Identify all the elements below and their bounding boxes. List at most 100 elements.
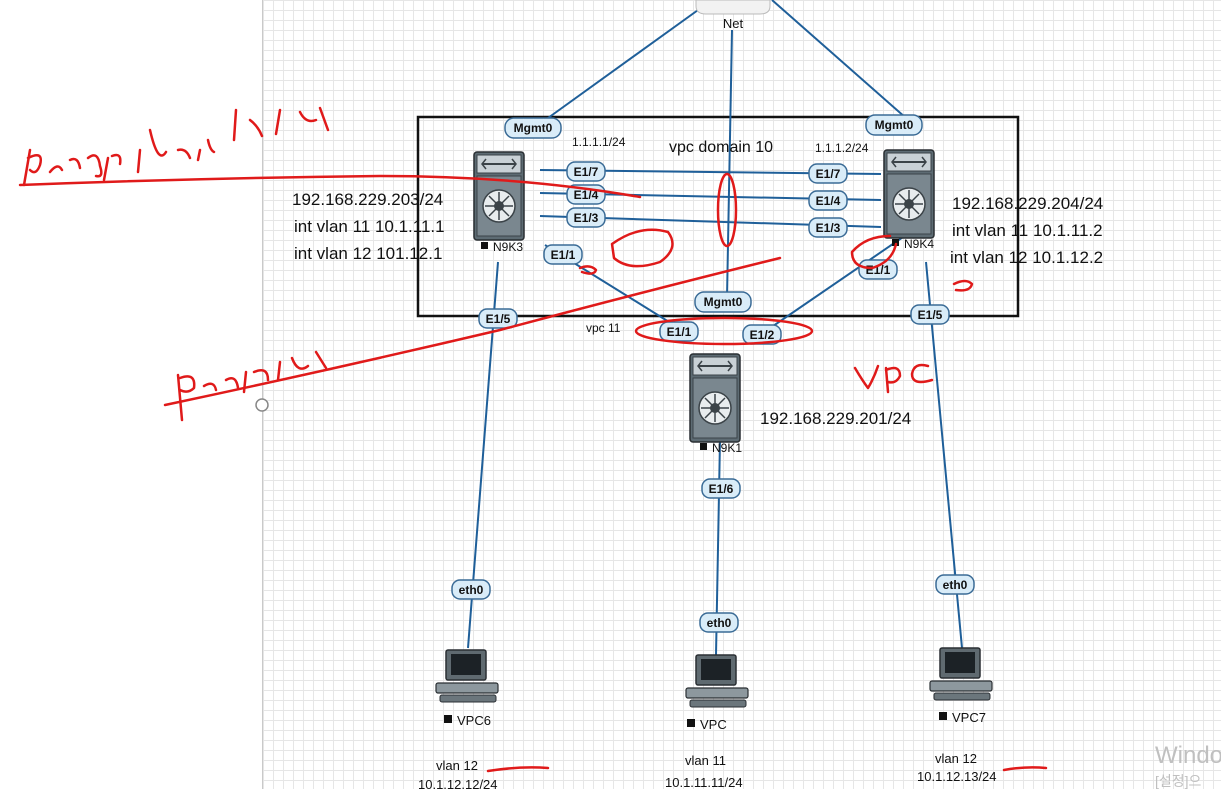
red-annotations	[18, 106, 1048, 773]
peerlink-scribble	[176, 350, 328, 422]
n9k1-status-square	[700, 443, 707, 450]
n9k4-vlan11: int vlan 11 10.1.11.2	[952, 221, 1103, 240]
link-n9k4-net	[771, 0, 907, 119]
svg-text:E1/2: E1/2	[750, 328, 775, 342]
host-vpc-icon[interactable]	[685, 654, 749, 708]
switch-n9k3-icon[interactable]	[473, 151, 525, 241]
keepalive-underline	[18, 174, 642, 199]
note-circle	[610, 228, 674, 268]
svg-text:E1/3: E1/3	[574, 211, 599, 225]
vpc-scribble	[853, 363, 934, 394]
watermark-line1: Windo	[1155, 742, 1221, 769]
svg-text:E1/3: E1/3	[816, 221, 841, 235]
port-vpc-eth0: eth0	[699, 612, 739, 633]
svg-text:eth0: eth0	[459, 583, 484, 597]
svg-text:Mgmt0: Mgmt0	[704, 295, 743, 309]
vpc7-status-square	[939, 712, 947, 720]
port-n9k4-e11: E1/1	[858, 259, 898, 280]
n9k1-name: N9K1	[712, 441, 742, 455]
svg-text:E1/6: E1/6	[709, 482, 734, 496]
n9k3-vlan12: int vlan 12 101.12.1	[294, 244, 442, 263]
watermark-line2: [설정]으	[1155, 773, 1202, 789]
n9k3-status-square	[481, 242, 488, 249]
keepalive-ellipse	[716, 172, 738, 248]
net-cloud[interactable]	[695, 0, 771, 15]
port-n9k3-e11: E1/1	[543, 244, 583, 265]
vpc6-status-square	[444, 715, 452, 723]
n9k3-name: N9K3	[493, 240, 523, 254]
port-n9k1-e12: E1/2	[742, 324, 782, 345]
svg-text:E1/4: E1/4	[816, 194, 841, 208]
n9k4-ip: 192.168.229.204/24	[952, 194, 1103, 213]
links	[467, 0, 963, 656]
svg-text:eth0: eth0	[707, 616, 732, 630]
keepalive-ip-right: 1.1.1.2/24	[815, 141, 869, 155]
vpc6-underline	[486, 766, 550, 773]
peerlink-underline	[163, 256, 782, 407]
vpc7-name: VPC7	[952, 710, 986, 725]
vpc7-underline	[1002, 766, 1048, 772]
port-vpc7-eth0: eth0	[935, 574, 975, 595]
n9k4-status-square	[892, 239, 899, 246]
vpc-status-square	[687, 719, 695, 727]
port-vpc6-eth0: eth0	[451, 579, 491, 600]
vpc-domain-label: vpc domain 10	[669, 139, 773, 156]
vpc-domain-box	[416, 115, 1020, 318]
svg-text:eth0: eth0	[943, 578, 968, 592]
keepalive-ip-left: 1.1.1.1/24	[572, 135, 626, 149]
connector-handle[interactable]	[255, 398, 269, 412]
vpc-name: VPC	[700, 717, 727, 732]
svg-text:E1/5: E1/5	[486, 312, 511, 326]
svg-text:E1/1: E1/1	[551, 248, 576, 262]
port-n9k3-e15: E1/5	[478, 308, 518, 329]
svg-text:Mgmt0: Mgmt0	[875, 118, 914, 132]
svg-text:Mgmt0: Mgmt0	[514, 121, 553, 135]
link-n9k1-net	[726, 29, 733, 299]
port-n9k1-e16: E1/6	[701, 478, 741, 499]
svg-text:E1/7: E1/7	[574, 165, 599, 179]
vpc7-ip: 10.1.12.13/24	[917, 769, 997, 784]
note-mark-1	[578, 265, 598, 275]
port-n9k3-e17: E1/7	[566, 161, 606, 182]
topology-canvas[interactable]	[262, 0, 1221, 789]
port-n9k3-e13: E1/3	[566, 207, 606, 228]
note-mark-2	[952, 279, 974, 292]
svg-text:E1/1: E1/1	[866, 263, 891, 277]
host-vpc7-icon[interactable]	[929, 647, 993, 701]
n9k3-vlan11: int vlan 11 10.1.11.1	[294, 217, 445, 236]
n9k1-ip: 192.168.229.201/24	[760, 409, 911, 428]
port-badges[interactable]: Mgmt0 Mgmt0 Mgmt0 E1/7 E1/4 E1/3 E1/7 E1…	[451, 114, 975, 633]
port-n9k4-e17: E1/7	[808, 163, 848, 184]
host-vpc6-icon[interactable]	[435, 649, 499, 703]
keepalive-scribble	[22, 106, 330, 187]
svg-text:E1/5: E1/5	[918, 308, 943, 322]
port-n9k4-e15: E1/5	[910, 304, 950, 325]
switch-n9k1-icon[interactable]	[689, 353, 741, 443]
port-n9k4-e14: E1/4	[808, 190, 848, 211]
vpc6-vlan: vlan 12	[436, 758, 478, 773]
svg-text:E1/1: E1/1	[667, 325, 692, 339]
vpc-vlan: vlan 11	[685, 753, 726, 768]
vpc6-name: VPC6	[457, 713, 491, 728]
svg-text:E1/4: E1/4	[574, 188, 599, 202]
vpc11-ellipse	[634, 316, 814, 346]
n9k3-ip: 192.168.229.203/24	[292, 190, 443, 209]
switch-n9k4-icon[interactable]	[883, 149, 935, 239]
link-n9k4-n9k1	[759, 234, 907, 336]
vpc11-label: vpc 11	[586, 321, 621, 335]
link-n9k3-net	[547, 4, 706, 119]
port-n9k4-mgmt0: Mgmt0	[865, 114, 923, 136]
n9k4-vlan12: int vlan 12 10.1.12.2	[950, 248, 1103, 267]
port-n9k1-e11: E1/1	[659, 321, 699, 342]
port-n9k3-mgmt0: Mgmt0	[504, 117, 562, 139]
n9k4-name: N9K4	[904, 237, 934, 251]
port-n9k1-mgmt0: Mgmt0	[694, 291, 752, 313]
net-label: Net	[723, 16, 744, 31]
port-n9k4-e13: E1/3	[808, 217, 848, 238]
vpc7-vlan: vlan 12	[935, 751, 977, 766]
vpc-ip: 10.1.11.11/24	[665, 775, 743, 789]
vpc6-ip: 10.1.12.12/24	[418, 777, 498, 789]
svg-text:E1/7: E1/7	[816, 167, 841, 181]
n9k4-circle	[850, 234, 898, 270]
